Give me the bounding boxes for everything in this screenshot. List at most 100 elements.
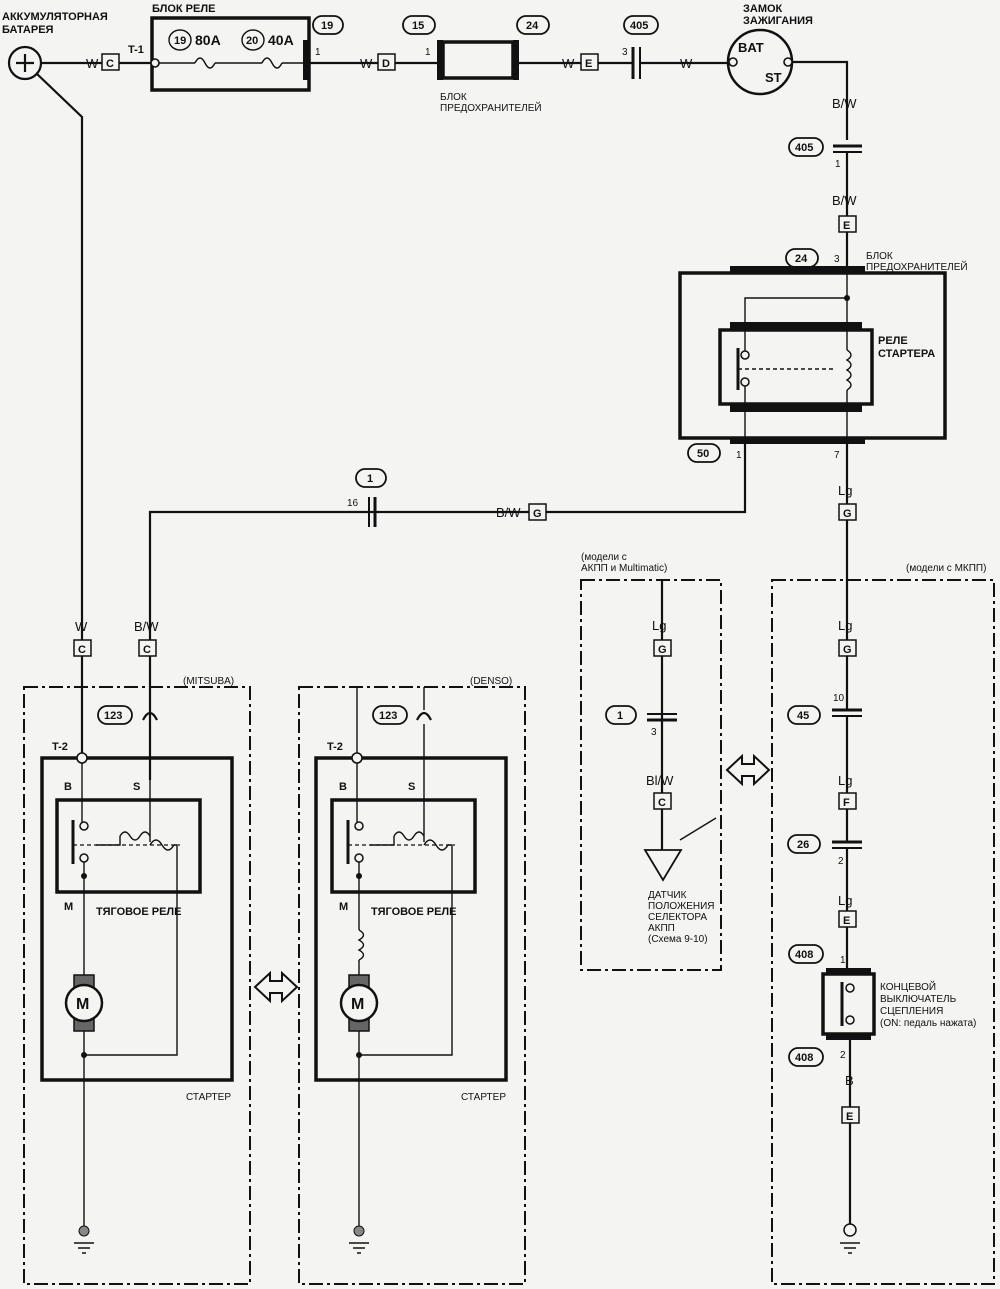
connector-e-4: E (846, 1111, 853, 1123)
wire-color-w-3: W (562, 56, 575, 71)
svg-text:19: 19 (321, 20, 333, 32)
wire-color-lg-4: Lg (838, 773, 852, 788)
pin-1-a: 1 (315, 47, 321, 58)
svg-text:408: 408 (795, 949, 813, 961)
wire-color-lg-5: Lg (838, 893, 852, 908)
clutch-label-1: КОНЦЕВОЙ (880, 980, 936, 993)
wire-color-lg-1: Lg (838, 483, 852, 498)
pin-10: 10 (833, 693, 845, 704)
mitsuba-solenoid (55, 798, 202, 894)
wire-color-bw-4: B/W (134, 619, 159, 634)
svg-text:123: 123 (379, 710, 397, 722)
badge-408-b: 408 (788, 1047, 824, 1067)
ground-icon (349, 1225, 369, 1254)
fuse-40a: 20 40A (241, 29, 294, 69)
pin-3-a: 3 (622, 47, 628, 58)
svg-text:405: 405 (630, 20, 648, 32)
pin-1-e: 1 (840, 955, 846, 966)
terminal-t1: T-1 (128, 44, 144, 56)
mt-models-label: (модели с МКПП) (906, 563, 986, 574)
svg-text:50: 50 (697, 448, 709, 460)
fuse-box-2-label-1: БЛОК (866, 251, 893, 262)
mitsuba-b: B (64, 781, 72, 793)
denso-t2: T-2 (327, 741, 343, 753)
mitsuba-t2: T-2 (52, 741, 68, 753)
badge-1: 1 (355, 468, 387, 488)
svg-text:15: 15 (412, 20, 424, 32)
fuse-20-number: 20 (246, 35, 258, 47)
denso-label: (DENSO) (470, 676, 512, 687)
mitsuba-motor: M (64, 974, 104, 1032)
fuse-80a-label: 80A (195, 32, 221, 48)
badge-408-a: 408 (788, 944, 824, 964)
connector-c-3: C (143, 644, 151, 656)
ignition-bat: BAT (738, 40, 764, 55)
mitsuba-solenoid-label: ТЯГОВОЕ РЕЛЕ (96, 906, 181, 918)
svg-text:24: 24 (526, 20, 539, 32)
mt-models-frame (771, 579, 995, 1285)
mitsuba-variant-frame (23, 686, 251, 1285)
denso-motor: M (339, 974, 379, 1032)
wire-color-b: B (845, 1073, 854, 1088)
wire-color-bw-2: B/W (832, 193, 857, 208)
connector-g-2: G (843, 508, 852, 520)
badge-1-b: 1 (605, 705, 637, 725)
battery-label-1: АККУМУЛЯТОРНАЯ (2, 11, 108, 23)
connector-f: F (843, 797, 850, 809)
denso-motor-label: M (351, 996, 364, 1013)
at-sensor-triangle (643, 849, 683, 882)
mitsuba-starter-label: СТАРТЕР (186, 1092, 231, 1103)
badge-405: 405 (623, 15, 659, 35)
at-sensor-label-5: (Схема 9-10) (648, 934, 708, 945)
badge-50: 50 (687, 443, 721, 463)
clutch-label-2: ВЫКЛЮЧАТЕЛЬ (880, 994, 957, 1005)
fuse-80a: 19 80A (168, 29, 221, 69)
connector-e-1: E (585, 58, 592, 70)
pin-3-b: 3 (834, 254, 840, 265)
pin-1-c: 1 (835, 159, 841, 170)
ground-icon (74, 1225, 94, 1254)
fuse-box-label-2: ПРЕДОХРАНИТЕЛЕЙ (440, 101, 542, 114)
svg-text:26: 26 (797, 839, 809, 851)
wire-color-w-4: W (680, 56, 693, 71)
fuse-box-component (437, 40, 519, 80)
clutch-switch (821, 968, 876, 1040)
clutch-label-3: СЦЕПЛЕНИЯ (880, 1006, 943, 1017)
starter-relay-label-2: СТАРТЕРА (878, 348, 935, 360)
badge-123-b: 123 (372, 705, 408, 725)
pin-7: 7 (834, 450, 840, 461)
relay-block (150, 16, 311, 92)
badge-15: 15 (402, 15, 436, 35)
at-models-label-1: (модели с (581, 552, 627, 563)
mitsuba-starter-box (40, 756, 234, 1082)
ignition-st: ST (765, 70, 782, 85)
connector-c-4: C (658, 797, 666, 809)
svg-text:1: 1 (367, 473, 373, 485)
connector-c-2: C (78, 644, 86, 656)
svg-text:123: 123 (104, 710, 122, 722)
badge-26: 26 (787, 834, 821, 854)
connector-d: D (382, 58, 390, 70)
connector-g-1: G (533, 508, 542, 520)
ground-icon (840, 1223, 860, 1254)
badge-123-a: 123 (97, 705, 133, 725)
badge-45: 45 (787, 705, 821, 725)
wire-color-lg-2: Lg (652, 618, 666, 633)
pin-1-d: 1 (736, 450, 742, 461)
badge-405-b: 405 (788, 137, 824, 157)
denso-m: M (339, 901, 348, 913)
battery-label-2: БАТАРЕЯ (2, 24, 54, 36)
ignition-switch: BAT ST (726, 28, 794, 96)
wire-color-w-1: W (86, 56, 99, 71)
denso-s: S (408, 781, 415, 793)
double-arrow-icon (253, 970, 299, 1004)
at-models-frame (580, 579, 722, 971)
pin-1-b: 1 (425, 47, 431, 58)
starter-relay (718, 272, 874, 445)
double-arrow-icon (725, 753, 771, 787)
wire-color-bw-1: B/W (832, 96, 857, 111)
mitsuba-s: S (133, 781, 140, 793)
pin-2-b: 2 (840, 1050, 846, 1061)
wire-color-lg-3: Lg (838, 618, 852, 633)
